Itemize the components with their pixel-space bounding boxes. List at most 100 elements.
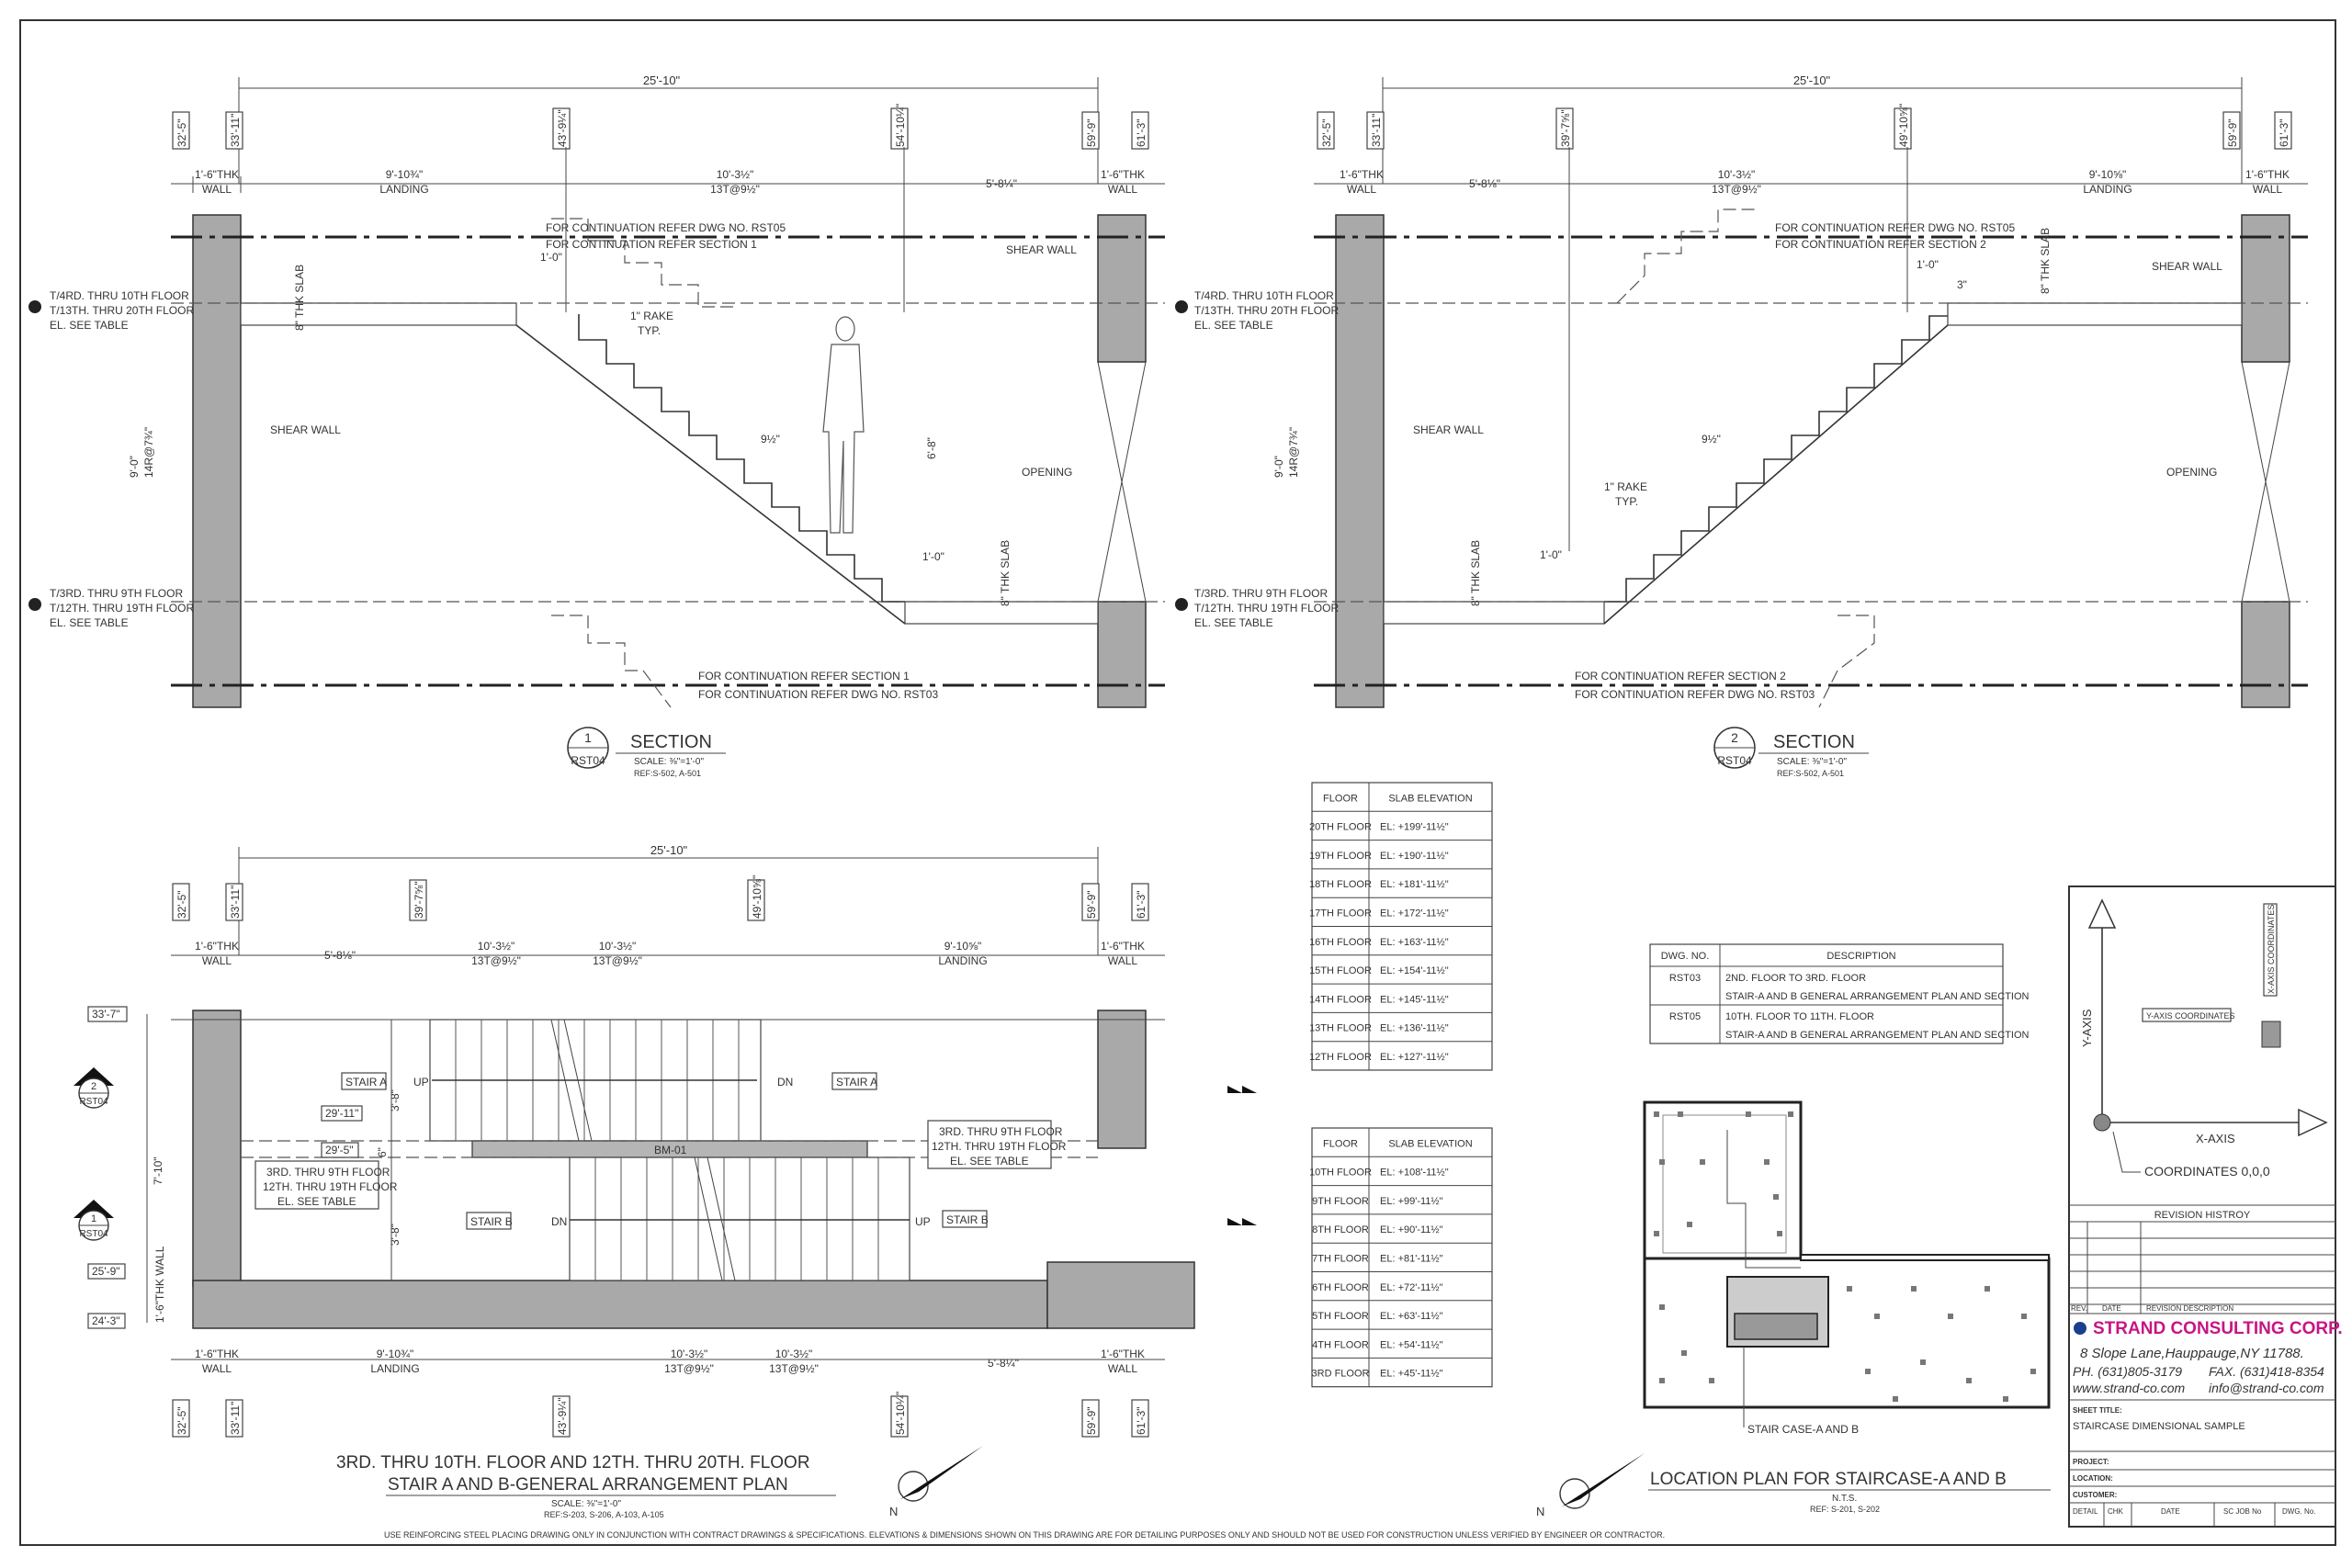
table-cell-elevation: EL: +145'-11½" — [1380, 994, 1449, 1005]
s2-refs: REF:S-502, A-501 — [1777, 769, 1844, 778]
plan-btag: 43'-9¼" — [556, 1397, 569, 1435]
s1-level: EL. SEE TABLE — [50, 319, 129, 332]
s2-note: FOR CONTINUATION REFER DWG NO. RST05 — [1775, 221, 2015, 234]
table-header: SLAB ELEVATION — [1388, 1138, 1472, 1149]
plan-dim: 9'-10⅝" — [944, 940, 982, 953]
dwg-cell: 10TH. FLOOR TO 11TH. FLOOR — [1725, 1011, 1874, 1022]
s2-dim: 1'-6"THK — [1340, 168, 1384, 181]
s2-label: 3" — [1957, 278, 1967, 291]
s2-label: 1'-0" — [1917, 258, 1939, 271]
plan-bdim: 13T@9½" — [664, 1362, 714, 1375]
plan-left-dim: 3'-8" — [389, 1089, 401, 1111]
s1-dim: WALL — [202, 183, 232, 196]
s1-label: 14R@7¾" — [142, 427, 155, 478]
plan-callout-a-ref: RST04 — [79, 1097, 108, 1107]
table-header: SLAB ELEVATION — [1388, 793, 1472, 804]
plan-bdim: 1'-6"THK — [195, 1348, 239, 1360]
table-cell-floor: 12TH FLOOR — [1309, 1052, 1372, 1063]
table-cell-floor: 18TH FLOOR — [1309, 879, 1372, 890]
s2-dim: 1'-6"THK — [2245, 168, 2290, 181]
s1-overall-dim: 25'-10" — [643, 73, 681, 87]
plan-left-tag: 29'-5" — [325, 1144, 354, 1156]
table-cell-elevation: EL: +72'-11½" — [1380, 1282, 1443, 1293]
plan-btag: 33'-11" — [229, 1402, 242, 1435]
s1-label: 8" THK SLAB — [999, 540, 1012, 606]
company-logo-icon — [2074, 1322, 2086, 1335]
sheet-border — [19, 19, 2336, 1546]
plan-left-tag: 29'-11" — [325, 1107, 358, 1120]
table-cell-floor: 9TH FLOOR — [1312, 1196, 1369, 1207]
location-callout: STAIR CASE-A AND B — [1747, 1423, 1859, 1436]
plan-bdim: WALL — [1108, 1362, 1138, 1375]
plan-tag: 33'-11" — [229, 886, 242, 919]
table-cell-floor: 7TH FLOOR — [1312, 1254, 1369, 1265]
footer-header: DATE — [2161, 1507, 2180, 1516]
plan-tag: 39'-7⅝" — [413, 881, 425, 919]
table-cell-elevation: EL: +190'-11½" — [1380, 851, 1449, 862]
s2-tag: 32'-5" — [1320, 118, 1333, 147]
plan-btag: 54'-10¼" — [894, 1392, 907, 1435]
y-coord-label: Y-AXIS COORDINATES — [2146, 1011, 2235, 1021]
plan-callout-a-num: 2 — [91, 1081, 96, 1092]
drawing-index-table: DWG. NO. DESCRIPTION RST03 2ND. FLOOR TO… — [1649, 943, 2030, 1044]
s2-dim: WALL — [1347, 183, 1377, 196]
plan-bdim: 10'-3½" — [671, 1348, 708, 1360]
s2-level: T/12TH. THRU 19TH FLOOR — [1194, 602, 1339, 615]
table-cell-elevation: EL: +136'-11½" — [1380, 1023, 1449, 1034]
plan-bdim: 9'-10¾" — [377, 1348, 414, 1360]
x-axis-label: X-AXIS — [2196, 1132, 2235, 1145]
table-cell-floor: 17TH FLOOR — [1309, 908, 1372, 919]
s2-label: SHEAR WALL — [2152, 260, 2222, 273]
s1-dim: LANDING — [379, 183, 428, 196]
table-cell-floor: 10TH FLOOR — [1309, 1168, 1372, 1179]
sheet-title: STAIRCASE DIMENSIONAL SAMPLE — [2073, 1421, 2245, 1432]
plan-dim: 13T@9½" — [593, 954, 642, 967]
plan-dim: WALL — [202, 954, 232, 967]
s1-label: 1" RAKE — [630, 310, 673, 322]
s1-label: 1'-0" — [922, 550, 944, 563]
table-cell-floor: 6TH FLOOR — [1312, 1282, 1369, 1293]
sheet-title-label: SHEET TITLE: — [2073, 1406, 2122, 1415]
dwg-cell: 2ND. FLOOR TO 3RD. FLOOR — [1725, 973, 1866, 984]
s2-dim: 13T@9½" — [1712, 183, 1761, 196]
table-cell-elevation: EL: +163'-11½" — [1380, 937, 1449, 948]
plan-bdim: WALL — [202, 1362, 232, 1375]
s1-label: TYP. — [638, 324, 661, 337]
plan-dn: DN — [777, 1076, 793, 1089]
s1-label: 9½" — [761, 433, 780, 446]
s1-label: SHEAR WALL — [1006, 243, 1077, 256]
table-cell-elevation: EL: +172'-11½" — [1380, 908, 1449, 919]
plan-up: UP — [413, 1076, 429, 1089]
table-cell-floor: 5TH FLOOR — [1312, 1311, 1369, 1322]
table-cell-elevation: EL: +127'-11½" — [1380, 1052, 1449, 1063]
north-arrow-icon — [898, 1471, 929, 1502]
s1-level: T/13TH. THRU 20TH FLOOR — [50, 304, 194, 317]
level-marker-icon — [28, 598, 41, 611]
s1-note: FOR CONTINUATION REFER SECTION 1 — [546, 238, 757, 251]
table-cell-elevation: EL: +54'-11½" — [1380, 1339, 1443, 1350]
level-marker-icon — [1175, 300, 1188, 313]
s2-label: TYP. — [1615, 495, 1638, 508]
s2-label: 8" THK SLAB — [2039, 228, 2052, 294]
plan-dim: 1'-6"THK — [195, 940, 239, 953]
plan-callout-b-num: 1 — [91, 1213, 96, 1224]
plan-north: N — [889, 1505, 898, 1518]
s1-dim: WALL — [1108, 183, 1138, 196]
plan-level-note: 12TH. THRU 19TH FLOOR — [932, 1140, 1067, 1153]
plan-bdim: 5'-8¼" — [988, 1357, 1019, 1370]
s1-dim: 5'-8¼" — [986, 177, 1017, 190]
origin-label: COORDINATES 0,0,0 — [2144, 1164, 2270, 1179]
table-header: FLOOR — [1323, 793, 1358, 804]
s2-label: 14R@7¾" — [1287, 427, 1300, 478]
plan-beam: BM-01 — [654, 1144, 687, 1156]
dwg-header: DESCRIPTION — [1826, 951, 1895, 962]
s1-level: T/12TH. THRU 19TH FLOOR — [50, 602, 194, 615]
plan-stair-a-label: STAIR A — [345, 1076, 387, 1089]
plan-drawing: 25'-10" 32'-5" 33'-11" 39'-7⅝" 49'-10⅝" … — [74, 843, 1257, 1519]
table-cell-elevation: EL: +199'-11½" — [1380, 822, 1449, 833]
s1-refs: REF:S-502, A-501 — [634, 769, 701, 778]
s2-callout-num: 2 — [1731, 730, 1738, 745]
plan-btag: 32'-5" — [175, 1406, 188, 1435]
s2-label: 8" THK SLAB — [1469, 540, 1482, 606]
